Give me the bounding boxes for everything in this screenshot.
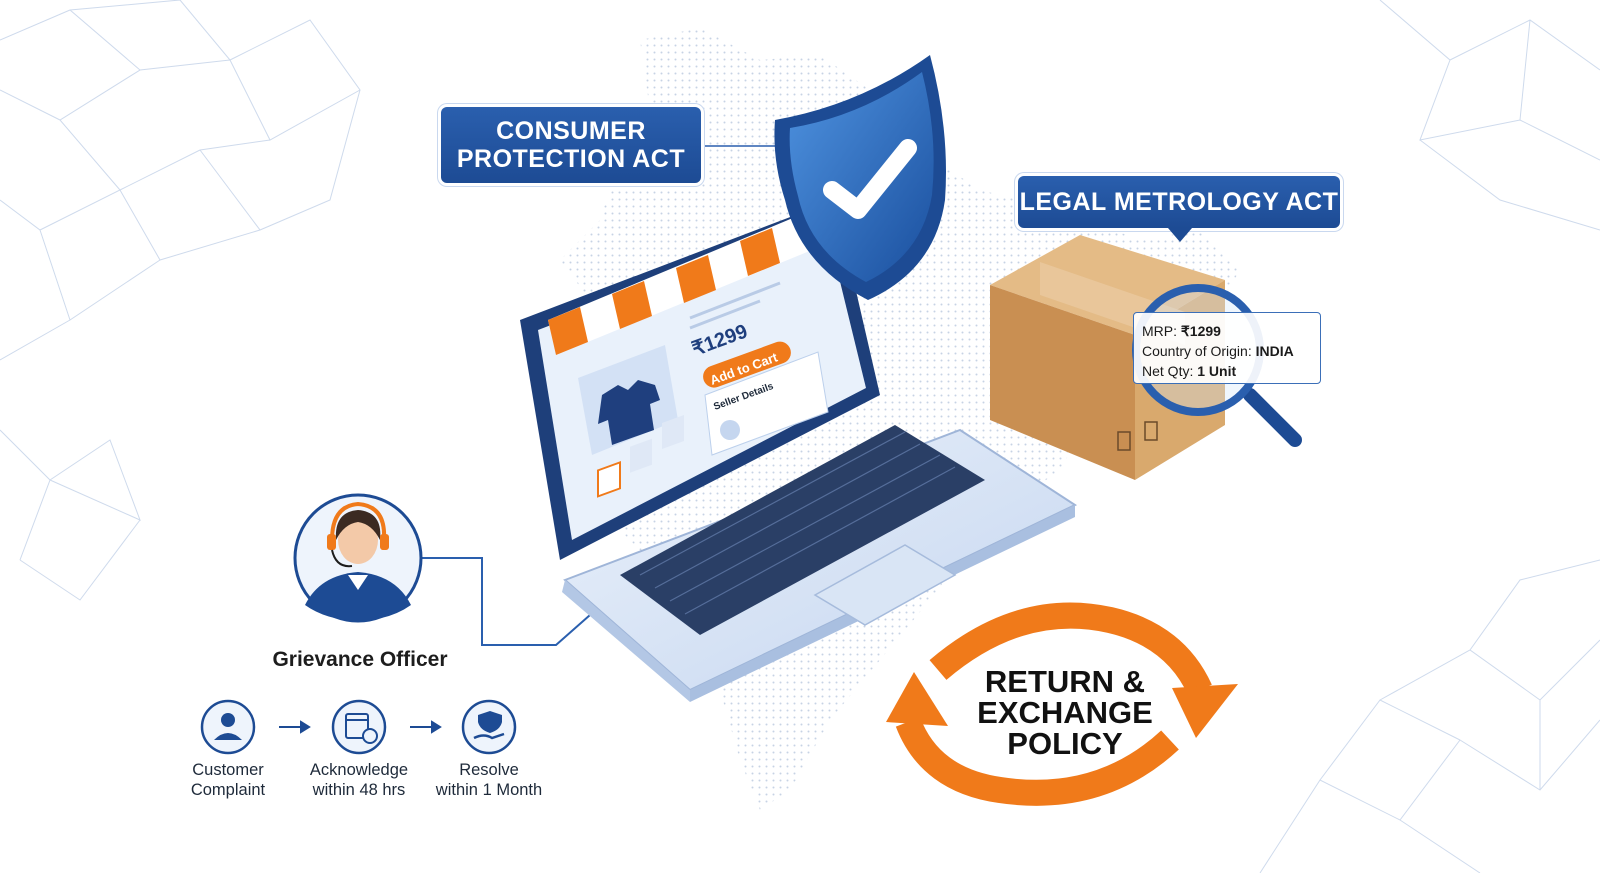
step-2-text: Acknowledge within 48 hrs [284, 760, 434, 800]
step-1-line1: Customer [192, 761, 264, 779]
add-to-cart-button [703, 341, 791, 388]
policy-line3: POLICY [1007, 726, 1123, 761]
qty-row: Net Qty: 1 Unit [1142, 363, 1237, 379]
policy-line1: RETURN & [984, 664, 1146, 699]
step-1-text: Customer Complaint [153, 760, 303, 800]
step-2-line2: within 48 hrs [312, 781, 406, 799]
step-3-text: Resolve within 1 Month [414, 760, 564, 800]
shield-check-icon [774, 55, 946, 300]
return-exchange-arrows-icon [886, 602, 1238, 806]
step-1-line2: Complaint [190, 781, 266, 799]
tshirt-icon [598, 380, 660, 445]
arrow-icon-2 [410, 720, 442, 734]
laptop-illustration [520, 200, 1078, 702]
grievance-officer-title: Grievance Officer [272, 648, 448, 671]
network-lines-right [1259, 0, 1600, 873]
product-label-card: MRP: ₹1299 Country of Origin: INDIA Net … [1133, 312, 1321, 384]
step-3-line1: Resolve [459, 761, 519, 779]
policy-line2: EXCHANGE [977, 695, 1153, 730]
network-lines-left [0, 0, 361, 601]
mrp-row: MRP: ₹1299 [1142, 323, 1221, 339]
arrow-icon-1 [279, 720, 311, 734]
step-icon-1 [200, 699, 256, 755]
step-2-line1: Acknowledge [309, 761, 409, 779]
cpa-line2: PROTECTION ACT [456, 145, 686, 173]
legal-metrology-act-tag: LEGAL METROLOGY ACT [1018, 176, 1340, 242]
step-3-line2: within 1 Month [435, 781, 543, 799]
connector-grievance [422, 557, 591, 646]
grievance-officer-avatar [293, 493, 423, 623]
return-exchange-policy-text: RETURN & EXCHANGE POLICY [950, 666, 1180, 759]
origin-row: Country of Origin: INDIA [1142, 343, 1294, 359]
step-icon-2 [331, 699, 387, 755]
cpa-line1: CONSUMER [496, 117, 646, 145]
shop-awning-icon [548, 215, 812, 355]
step-icon-3 [461, 699, 517, 755]
consumer-protection-act-tag: CONSUMER PROTECTION ACT [441, 107, 701, 183]
